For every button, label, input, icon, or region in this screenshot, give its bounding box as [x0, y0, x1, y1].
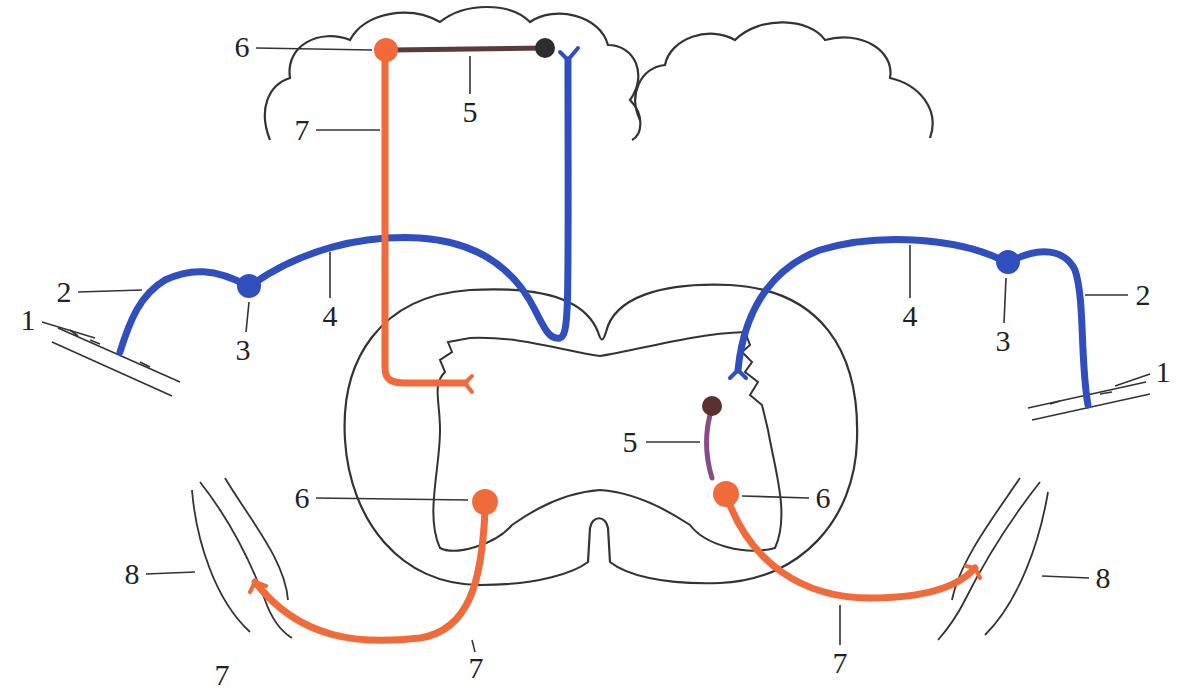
- callout-number: 4: [321, 300, 340, 332]
- leader-line: [742, 496, 809, 498]
- callout-number: 5: [621, 426, 640, 458]
- motor-axon-right: [728, 500, 975, 598]
- leader-line: [839, 605, 841, 645]
- leader-line: [42, 322, 95, 338]
- interneuron-body: [535, 38, 555, 58]
- callout-number: 6: [814, 482, 833, 514]
- interneurons: [392, 38, 722, 478]
- motor-neuron: [713, 481, 739, 507]
- synapse-fork: [465, 376, 472, 392]
- left-hemisphere: [265, 7, 641, 140]
- leader-lines: [42, 48, 1150, 652]
- leader-line: [646, 441, 700, 443]
- callout-number: 1: [19, 304, 38, 336]
- callout-number: 5: [461, 96, 480, 128]
- motor-neurons: [250, 38, 980, 640]
- ganglion-cell: [996, 250, 1020, 274]
- motor-end-plate: [250, 582, 266, 592]
- muscle-left: [192, 478, 292, 638]
- leader-line: [146, 572, 195, 574]
- sensory-neurons: [120, 48, 1088, 405]
- muscles: [192, 478, 1048, 640]
- callout-number: 6: [293, 482, 312, 514]
- muscle-right: [938, 478, 1048, 640]
- right-hemisphere: [635, 22, 932, 138]
- leader-line: [316, 498, 468, 500]
- motor-end-plate: [966, 566, 980, 578]
- callout-number: 7: [213, 659, 232, 691]
- spinal-cord-outline: [345, 285, 858, 585]
- skin-texture-right: [1050, 392, 1112, 404]
- callout-number: 3: [994, 325, 1013, 357]
- callout-number: 3: [234, 334, 253, 366]
- skin-receptors: [52, 328, 1150, 420]
- motor-axon-left: [255, 510, 485, 640]
- brain-interneuron: [392, 48, 545, 50]
- spinal-interneuron: [707, 408, 712, 478]
- brain-outline: [265, 7, 933, 140]
- upper-motor-axon: [385, 55, 465, 383]
- sensory-dendrite-left: [120, 272, 248, 352]
- leader-line: [472, 640, 475, 652]
- sensory-axon-left: [250, 60, 568, 338]
- synapse-fork: [730, 370, 746, 378]
- callout-number: 7: [467, 652, 486, 684]
- leader-line: [1042, 576, 1089, 578]
- callout-number: 6: [233, 31, 252, 63]
- leader-line: [909, 245, 911, 298]
- sensory-dendrite-right: [1010, 252, 1088, 405]
- leader-line: [1004, 278, 1006, 323]
- upper-motor-neuron: [374, 38, 398, 62]
- callout-number: 7: [293, 114, 312, 146]
- callout-number: 8: [123, 558, 142, 590]
- ganglion-cell: [237, 274, 261, 298]
- motor-neuron: [472, 489, 498, 515]
- skin-texture-left: [70, 330, 150, 367]
- callout-number: 8: [1094, 562, 1113, 594]
- leader-line: [256, 48, 372, 50]
- leader-line: [469, 56, 471, 94]
- leader-line: [1115, 374, 1150, 386]
- callout-number: 2: [1134, 279, 1153, 311]
- callout-number: 1: [1154, 356, 1173, 388]
- leader-line: [1085, 294, 1128, 296]
- sensory-axon-right: [738, 240, 1006, 370]
- synapse-fork: [560, 48, 578, 60]
- leader-line: [78, 290, 142, 292]
- callout-number: 4: [901, 300, 920, 332]
- interneuron-body: [702, 396, 722, 416]
- leader-line: [329, 252, 331, 298]
- skin-left: [52, 328, 180, 396]
- callout-number: 7: [831, 647, 850, 679]
- leader-line: [246, 302, 249, 332]
- leader-line: [316, 129, 380, 131]
- callout-number: 2: [55, 276, 74, 308]
